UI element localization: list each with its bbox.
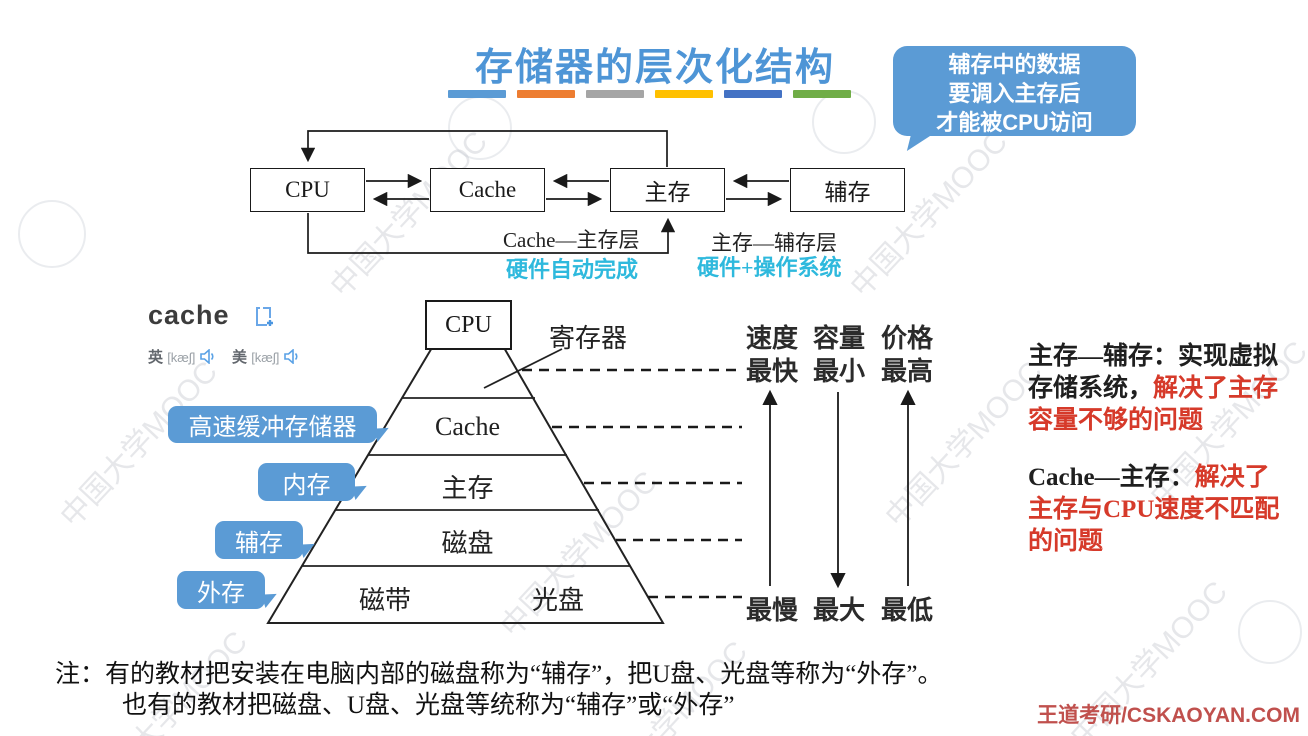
uk-label: 英	[148, 349, 164, 366]
pyramid-cpu-box: CPU	[425, 300, 512, 350]
main-aux-layer-label: 主存—辅存层	[711, 231, 837, 255]
annotation-main-aux: 主存—辅存：实现虚拟存储系统，解决了主存容量不够的问题	[1028, 341, 1290, 437]
us-speaker-icon[interactable]	[283, 348, 300, 368]
bubble-label: 高速缓冲存储器	[188, 414, 357, 441]
pyramid-layer-optical: 光盘	[531, 586, 584, 615]
register-label: 寄存器	[548, 324, 627, 353]
metric-price-bottom: 最低	[880, 596, 933, 625]
metric-capacity-bottom: 最大	[812, 596, 865, 625]
metric-capacity-header: 容量	[812, 324, 865, 353]
callout-line: 辅存中的数据	[948, 52, 1081, 77]
bubble-label: 外存	[197, 579, 245, 607]
flow-box-cache: Cache	[430, 168, 545, 212]
title-accent-bars	[448, 90, 851, 98]
flow-box-main-memory: 主存	[610, 168, 725, 212]
accent-bar	[586, 90, 644, 98]
metric-speed-header: 速度	[745, 324, 798, 353]
flow-box-aux-memory: 辅存	[790, 168, 905, 212]
bubble-label: 辅存	[235, 529, 283, 557]
metric-price-header: 价格	[880, 324, 933, 353]
us-ipa: [kæʃ]	[251, 350, 280, 365]
uk-ipa: [kæʃ]	[167, 350, 196, 365]
flow-box-cpu: CPU	[250, 168, 365, 212]
pyramid-layer-cache: Cache	[435, 412, 500, 441]
page-title: 存储器的层次化结构	[474, 47, 835, 89]
bubble-aux-alias: 辅存	[215, 521, 318, 559]
annotation-red-text: 解决了主存与CPU速度不匹配的问题	[1028, 464, 1280, 555]
annotation-cache-main: Cache—主存：解决了主存与CPU速度不匹配的问题	[1028, 462, 1290, 558]
accent-bar	[724, 90, 782, 98]
metric-capacity-top: 最小	[812, 357, 865, 386]
cache-main-layer-label: Cache—主存层	[503, 228, 640, 252]
annotation-black-text: Cache—主存：	[1028, 464, 1195, 491]
bubble-external-alias: 外存	[177, 571, 280, 609]
accent-bar	[655, 90, 713, 98]
callout-bubble: 辅存中的数据 要调入主存后 才能被CPU访问	[893, 46, 1136, 136]
accent-bar	[517, 90, 575, 98]
cache-main-note: 硬件自动完成	[506, 257, 639, 282]
accent-bar	[793, 90, 851, 98]
pyramid-layer-main: 主存	[441, 474, 494, 503]
metric-speed-top: 最快	[745, 357, 798, 386]
annotation-black-text: 主存—辅存：实现虚拟存储系统，	[1028, 343, 1279, 402]
footnote-line-1: 注：有的教材把安装在电脑内部的磁盘称为“辅存”，把U盘、光盘等称为“外存”。	[55, 661, 943, 688]
pyramid-layer-tape: 磁带	[358, 586, 411, 615]
main-aux-note: 硬件+操作系统	[697, 255, 842, 280]
pyramid-layer-disk: 磁盘	[441, 529, 494, 558]
uk-speaker-icon[interactable]	[199, 348, 216, 368]
metric-speed-bottom: 最慢	[745, 596, 798, 625]
metric-price-top: 最高	[880, 357, 933, 386]
us-pronunciation: 美 [kæʃ]	[232, 346, 300, 368]
dictionary-word: cache	[148, 300, 230, 330]
bubble-memory-alias: 内存	[258, 463, 370, 501]
us-label: 美	[232, 349, 248, 366]
brand-logo-text: 王道考研/CSKAOYAN.COM	[1037, 704, 1300, 727]
annotation-red-text: 解决了主存容量不够的问题	[1028, 375, 1279, 434]
callout-line: 才能被CPU访问	[936, 110, 1093, 135]
footnote-line-2: 也有的教材把磁盘、U盘、光盘等统称为“辅存”或“外存”	[122, 692, 735, 719]
add-to-wordbook-icon[interactable]	[254, 306, 276, 333]
bubble-label: 内存	[282, 471, 331, 499]
accent-bar	[448, 90, 506, 98]
callout-line: 要调入主存后	[948, 81, 1081, 106]
uk-pronunciation: 英 [kæʃ]	[148, 346, 216, 368]
bubble-cache-alias: 高速缓冲存储器	[168, 406, 392, 443]
